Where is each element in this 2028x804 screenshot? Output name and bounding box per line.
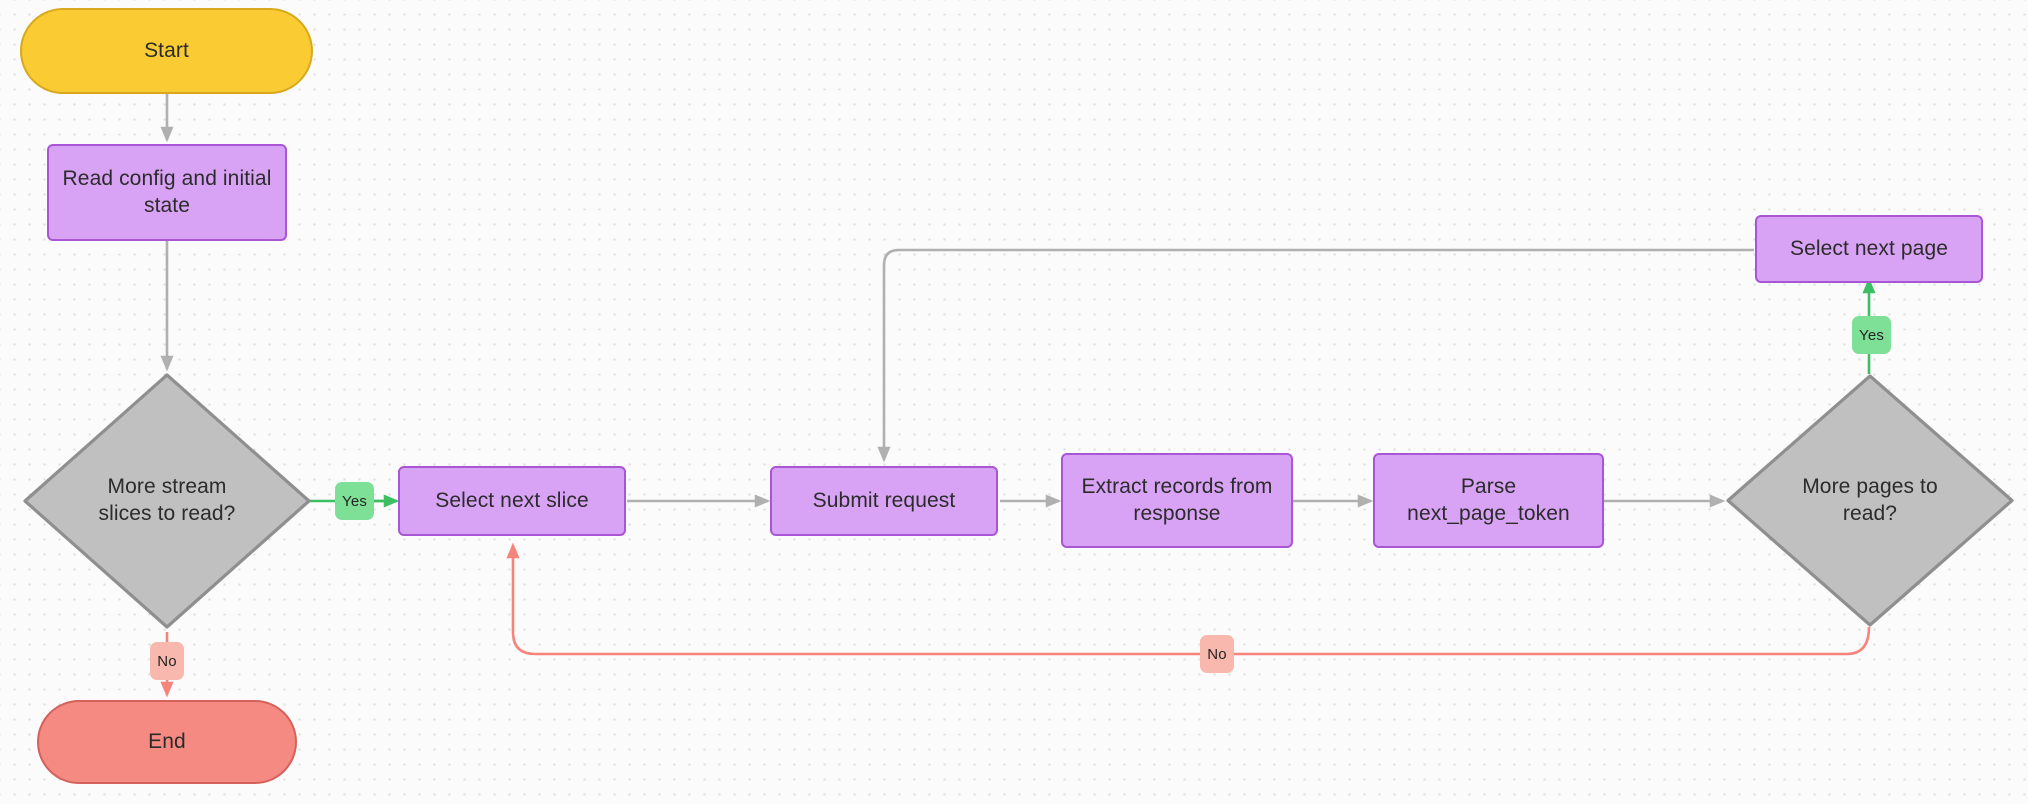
node-submit-request[interactable]: Submit request [770,466,998,536]
edge-label-no-pages: No [1200,635,1234,673]
node-submit-request-label: Submit request [812,488,956,512]
edge-label-no-slices-text: No [157,652,177,670]
node-more-stream-slices-label: More stream slices to read? [98,475,236,525]
node-more-stream-slices[interactable]: More stream slices to read? [22,372,312,630]
edge-label-yes-slices-text: Yes [342,492,368,510]
edge-label-yes-pages: Yes [1852,316,1892,354]
node-more-pages[interactable]: More pages to read? [1725,373,2015,628]
node-end[interactable]: End [37,700,297,784]
node-read-config[interactable]: Read config and initial state [47,144,287,241]
node-select-next-slice[interactable]: Select next slice [398,466,626,536]
node-more-pages-label: More pages to read? [1802,474,1938,525]
node-select-next-slice-label: Select next slice [435,488,589,512]
edge-next-page-to-submit-loop [877,248,1754,463]
edge-label-no-pages-text: No [1207,645,1227,663]
node-read-config-label: Read config and initial state [62,166,272,217]
node-end-label: End [148,729,186,753]
node-start-label: Start [144,38,189,62]
node-parse-next-page-token-label: Parse next_page_token [1407,474,1570,525]
edge-more-pages-no-to-next-slice-loop [506,542,1871,656]
node-extract-records[interactable]: Extract records from response [1061,453,1293,548]
node-extract-records-label: Extract records from response [1081,474,1273,525]
node-select-next-page-label: Select next page [1789,236,1949,260]
edge-label-no-slices: No [150,642,184,680]
node-select-next-page[interactable]: Select next page [1755,215,1983,283]
node-parse-next-page-token[interactable]: Parse next_page_token [1373,453,1604,548]
node-start[interactable]: Start [20,8,313,94]
edge-label-yes-slices: Yes [335,482,375,520]
edge-label-yes-pages-text: Yes [1859,326,1885,344]
diamond-shape [23,373,311,629]
